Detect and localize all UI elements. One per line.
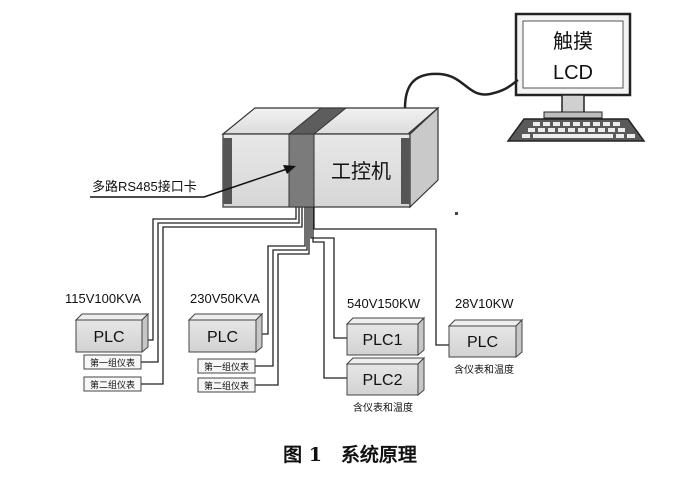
group1-plc-label: PLC bbox=[93, 329, 124, 346]
group1-plc-box: PLC bbox=[74, 312, 150, 354]
monitor-label-line1: 触摸 bbox=[553, 29, 593, 53]
group2-meter-2-label: 第二组仪表 bbox=[204, 380, 249, 392]
group-230v50kva: 230V50KVA PLC 第一组仪表 第二组仪表 bbox=[187, 291, 264, 393]
industrial-pc: 工控机 bbox=[221, 106, 440, 209]
group1-meter-1: 第一组仪表 bbox=[83, 354, 142, 370]
group-115v100kva: 115V100KVA PLC 第一组仪表 第二组仪表 bbox=[65, 291, 150, 392]
group-540v150kw: 540V150KW PLC1 PLC2 含仪表和温度 bbox=[345, 296, 426, 414]
monitor-cable bbox=[403, 72, 519, 109]
group4-rating: 28V10KW bbox=[455, 296, 514, 311]
group-28v10kw: 28V10KW PLC 含仪表和温度 bbox=[447, 296, 524, 376]
group3-plc1-box: PLC1 bbox=[345, 316, 426, 357]
group4-note: 含仪表和温度 bbox=[454, 363, 514, 376]
monitor-label-line2: LCD bbox=[553, 62, 593, 84]
group1-rating: 115V100KVA bbox=[65, 291, 141, 306]
group2-plc-box: PLC bbox=[187, 312, 264, 354]
group2-meter-1: 第一组仪表 bbox=[197, 358, 256, 374]
card-pointer-arrowhead bbox=[283, 165, 296, 174]
group2-plc-label: PLC bbox=[207, 329, 238, 346]
group4-plc-label: PLC bbox=[467, 334, 498, 351]
rs485-card-label: 多路RS485接口卡 bbox=[92, 179, 197, 194]
rs485-card-slot bbox=[288, 133, 315, 208]
controller-label: 工控机 bbox=[331, 159, 391, 183]
figure-caption: 图 1 系统原理 bbox=[283, 443, 417, 466]
group2-rating: 230V50KVA bbox=[190, 291, 260, 306]
group3-rating: 540V150KW bbox=[347, 296, 421, 311]
lcd-monitor: 触摸 LCD bbox=[514, 12, 632, 119]
group1-meter-2: 第二组仪表 bbox=[83, 376, 142, 392]
group3-plc1-label: PLC1 bbox=[362, 332, 402, 349]
bus-cables bbox=[141, 207, 449, 386]
group2-meter-2: 第二组仪表 bbox=[197, 377, 256, 393]
group3-note: 含仪表和温度 bbox=[353, 401, 413, 414]
card-pointer-line bbox=[90, 167, 291, 198]
group3-plc2-box: PLC2 bbox=[345, 356, 426, 397]
group3-plc2-label: PLC2 bbox=[362, 372, 402, 389]
keyboard bbox=[506, 118, 646, 142]
group2-meter-1-label: 第一组仪表 bbox=[204, 361, 249, 373]
group4-plc-box: PLC bbox=[447, 318, 524, 359]
dot-mark bbox=[455, 212, 458, 215]
group1-meter-1-label: 第一组仪表 bbox=[90, 357, 135, 369]
group1-meter-2-label: 第二组仪表 bbox=[90, 379, 135, 391]
